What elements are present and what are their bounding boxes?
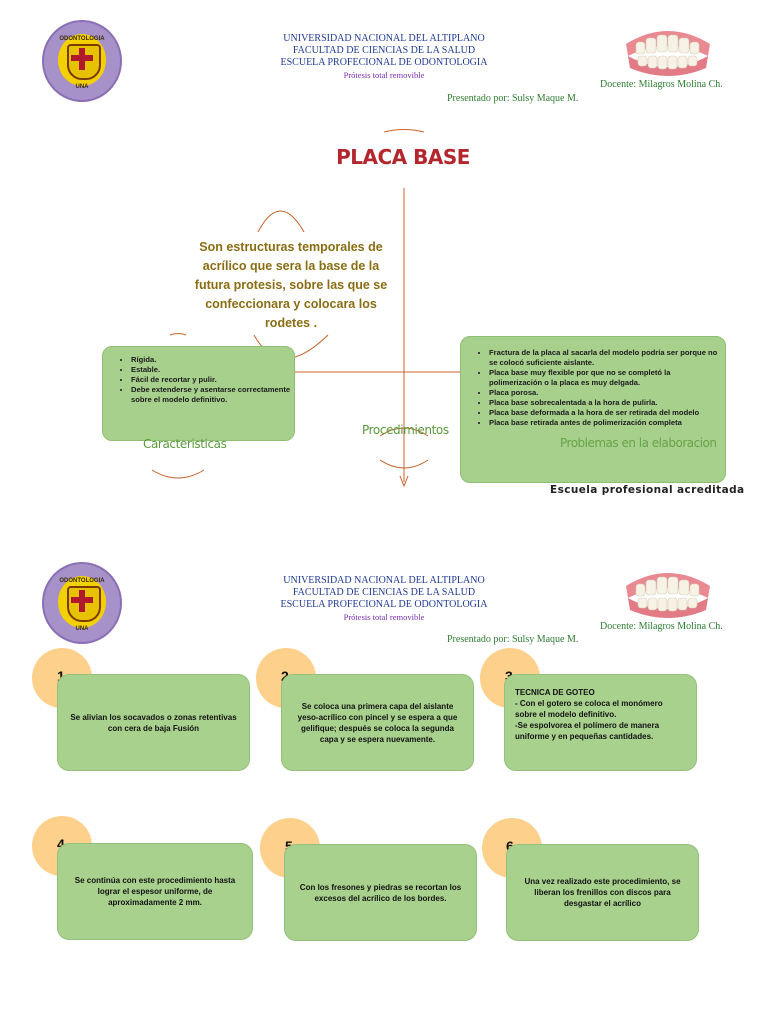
logo-bottom-text: UNA [75,84,89,90]
problem-item: Placa base muy flexible por que no se co… [489,368,725,388]
logo-top-text: ODONTOLOGIA [59,578,105,584]
accredited-label: Escuela profesional acreditada [550,484,745,496]
page-header: UNIVERSIDAD NACIONAL DEL ALTIPLANO FACUL… [234,575,534,623]
logo-bottom-text: UNA [75,626,89,632]
characteristic-item: Rígida. [131,355,294,365]
definition-text: Son estructuras temporales de acrílico q… [194,240,388,330]
logo-top-text: ODONTOLOGIA [59,36,105,42]
course-name: Prótesis total removible [343,612,425,622]
map-title: PLACA BASE [336,145,470,169]
step-box: Con los fresones y piedras se recortan l… [284,844,477,941]
characteristic-item: Estable. [131,365,294,375]
presenter-label: Presentado por: Sulsy Maque M. [447,93,579,104]
university-name: UNIVERSIDAD NACIONAL DEL ALTIPLANO [283,575,485,586]
step-box: TECNICA DE GOTEO - Con el gotero se colo… [504,674,697,771]
step-box: Se coloca una primera capa del aislante … [281,674,474,771]
school-name: ESCUELA PROFECIONAL DE ODONTOLOGIA [280,599,488,610]
procedures-label: Procedimientos [362,423,449,437]
step-box: Una vez realizado este procedimiento, se… [506,844,699,941]
university-name: UNIVERSIDAD NACIONAL DEL ALTIPLANO [283,33,485,44]
problems-list: Fractura de la placa al sacarla del mode… [461,348,725,428]
problem-item: Fractura de la placa al sacarla del mode… [489,348,725,368]
school-name: ESCUELA PROFECIONAL DE ODONTOLOGIA [280,57,488,68]
dentures-image [626,573,710,618]
problems-label: Problemas en la elaboracion [560,436,717,450]
presenter-label: Presentado por: Sulsy Maque M. [447,634,579,645]
characteristic-item: Fácil de recortar y pulir. [131,375,294,385]
problems-box: Fractura de la placa al sacarla del mode… [460,336,726,483]
page-header: UNIVERSIDAD NACIONAL DEL ALTIPLANO FACUL… [234,33,534,81]
university-logo: ODONTOLOGIA UNA [42,20,122,102]
teacher-label: Docente: Milagros Molina Ch. [600,621,723,632]
course-name: Prótesis total removible [343,70,425,80]
problem-item: Placa porosa. [489,388,725,398]
step-number: 4 [57,836,65,852]
faculty-name: FACULTAD DE CIENCIAS DE LA SALUD [292,45,476,56]
problem-item: Placa base retirada antes de polimerizac… [489,418,725,428]
problem-item: Placa base deformada a la hora de ser re… [489,408,725,418]
university-logo: ODONTOLOGIA UNA [42,562,122,644]
faculty-name: FACULTAD DE CIENCIAS DE LA SALUD [292,587,476,598]
characteristics-label: Caracteristicas [143,437,227,451]
dentures-image [626,31,710,76]
step-box: Se continúa con este procedimiento hasta… [57,843,253,940]
step-box: Se alivian los socavados o zonas retenti… [57,674,250,771]
characteristics-list: Rígida. Estable. Fácil de recortar y pul… [103,355,294,405]
characteristics-box: Rígida. Estable. Fácil de recortar y pul… [102,346,295,441]
characteristic-item: Debe extenderse y asentarse correctament… [131,385,294,405]
teacher-label: Docente: Milagros Molina Ch. [600,79,723,90]
problem-item: Placa base sobrecalentada a la hora de p… [489,398,725,408]
